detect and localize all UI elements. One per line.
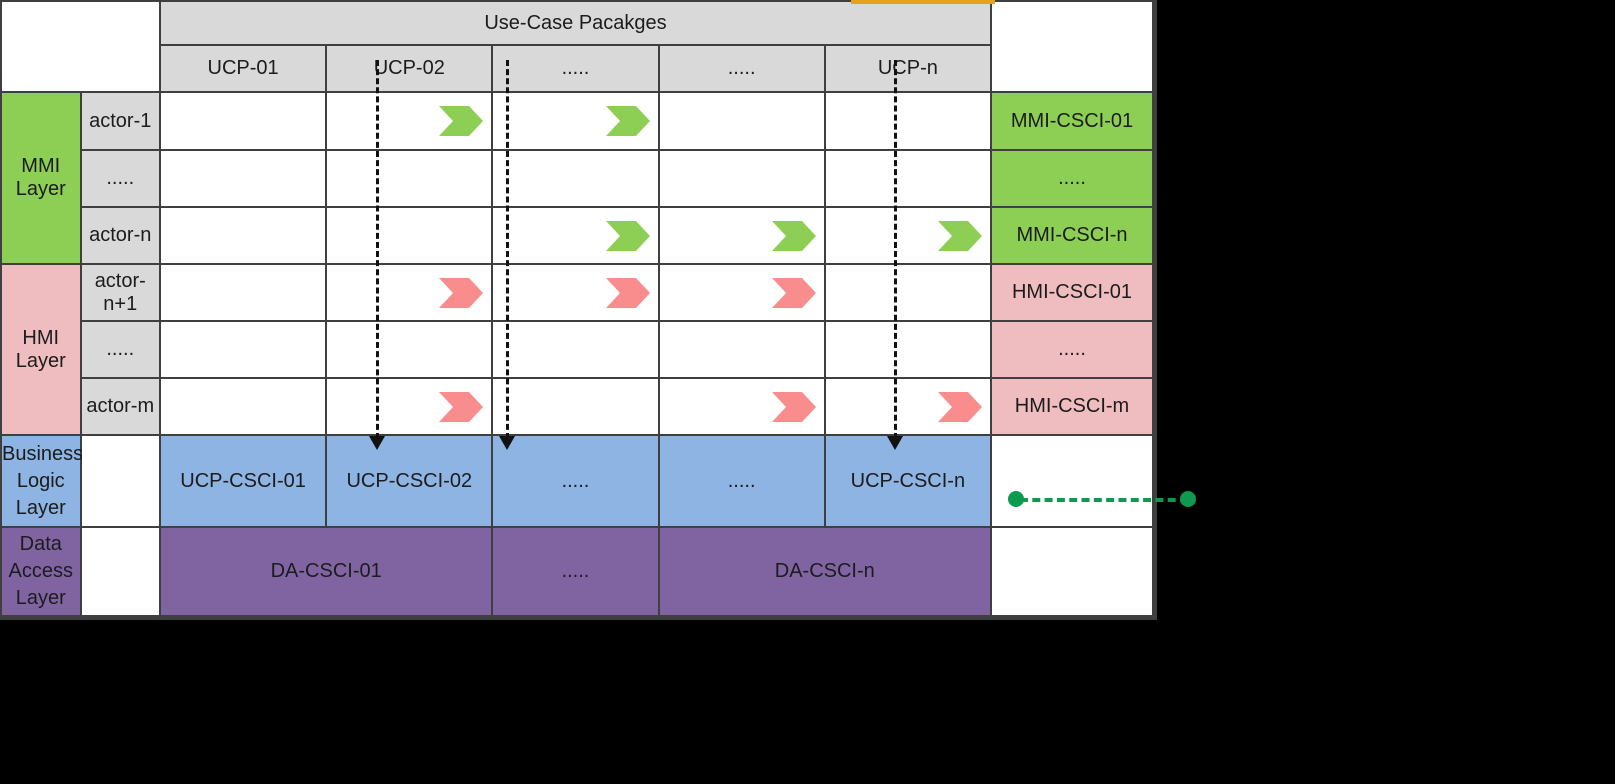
trace-line-ucp-n [894, 60, 897, 439]
table-row-data-access: Data Access Layer DA-CSCI-01 ..... DA-CS… [0, 526, 1154, 617]
table-row: MMI Layer actor-1 MMI-C [0, 91, 1154, 265]
csci-cell-mmi-csci-n: MMI-CSCI-n [990, 206, 1154, 265]
matrix-cell[interactable] [325, 91, 494, 151]
header-col-ellipsis-2[interactable]: ..... [657, 44, 826, 93]
csci-cell-ellipsis-pink: ..... [990, 320, 1154, 379]
cell-ucp-csci-02[interactable]: UCP-CSCI-02 [325, 434, 494, 528]
matrix-cell[interactable] [325, 263, 494, 322]
matrix-cell[interactable] [325, 377, 494, 436]
header-col-ucp-01[interactable]: UCP-01 [158, 44, 328, 93]
actor-cell-actor-n-plus-1: actor-n+1 [79, 263, 161, 322]
matrix-cell[interactable] [325, 206, 494, 265]
table-row: actor-m [1, 377, 1154, 436]
matrix-cell[interactable] [158, 263, 328, 322]
table-row: ..... ..... [1, 149, 1154, 208]
actor-cell-actor-m: actor-m [79, 377, 161, 436]
table-row: actor-n [1, 206, 1154, 265]
allocation-arrow-icon [439, 391, 484, 422]
csci-cell-mmi-csci-01: MMI-CSCI-01 [990, 91, 1154, 151]
business-right-blank [990, 434, 1154, 528]
header-use-case-packages: Use-Case Pacakges [159, 0, 992, 46]
data-actor-blank [79, 526, 161, 617]
allocation-arrow-icon [771, 391, 816, 422]
cell-ucp-csci-ellipsis-1[interactable]: ..... [491, 434, 660, 528]
matrix-cell[interactable] [158, 149, 328, 208]
actor-cell-actor-n: actor-n [79, 206, 161, 265]
cell-ucp-csci-01[interactable]: UCP-CSCI-01 [158, 434, 328, 528]
matrix-cell[interactable] [491, 206, 660, 265]
allocation-arrow-icon [605, 220, 650, 251]
matrix-cell[interactable] [657, 377, 826, 436]
matrix-cell[interactable] [491, 377, 660, 436]
matrix-cell[interactable] [823, 263, 993, 322]
table-row: HMI Layer actor-n+1 [0, 263, 1154, 436]
trace-line-ucp-02 [506, 60, 509, 439]
matrix-cell[interactable] [158, 91, 328, 151]
association-link-line [1020, 498, 1188, 502]
matrix-cell[interactable] [657, 91, 826, 151]
matrix-cell[interactable] [823, 320, 993, 379]
actor-cell-ellipsis-1: ..... [79, 149, 161, 208]
matrix-cell[interactable] [491, 149, 660, 208]
layer-label-hmi: HMI Layer [0, 263, 82, 436]
table-row-business-logic: Business Logic Layer UCP-CSCI-01 UCP-CSC… [0, 434, 1154, 528]
allocation-arrow-icon [605, 277, 650, 308]
matrix-cell[interactable] [325, 149, 494, 208]
allocation-arrow-icon [938, 220, 982, 251]
header-col-ellipsis-1[interactable]: ..... [491, 44, 660, 93]
matrix-cell[interactable] [491, 263, 660, 322]
matrix-cell[interactable] [491, 91, 660, 151]
header-col-ucp-n[interactable]: UCP-n [823, 44, 993, 93]
cell-da-csci-n[interactable]: DA-CSCI-n [657, 526, 993, 617]
actor-cell-ellipsis-2: ..... [79, 320, 161, 379]
allocation-matrix: Use-Case Pacakges UCP-01 UCP-02 ..... ..… [0, 0, 1157, 620]
layer-label-business-logic: Business Logic Layer [0, 434, 83, 528]
trace-line-ucp-01 [376, 60, 379, 439]
cell-ucp-csci-n[interactable]: UCP-CSCI-n [823, 434, 993, 528]
allocation-arrow-icon [938, 391, 982, 422]
matrix-cell[interactable] [823, 149, 993, 208]
matrix-cell[interactable] [491, 320, 660, 379]
layer-label-mmi: MMI Layer [0, 91, 82, 265]
matrix-cell[interactable] [657, 206, 826, 265]
layer-label-data-access: Data Access Layer [0, 526, 82, 617]
table-row: ..... ..... [1, 320, 1154, 379]
allocation-table: Use-Case Pacakges UCP-01 UCP-02 ..... ..… [0, 0, 1154, 617]
matrix-cell[interactable] [158, 320, 328, 379]
matrix-cell[interactable] [158, 206, 328, 265]
csci-cell-hmi-csci-01: HMI-CSCI-01 [990, 263, 1154, 322]
association-link-start-dot [1008, 491, 1024, 507]
matrix-cell[interactable] [657, 149, 826, 208]
allocation-arrow-icon [439, 277, 484, 308]
trace-arrowhead-ucp-01 [369, 436, 385, 450]
business-actor-blank [79, 434, 161, 528]
matrix-cell[interactable] [158, 377, 328, 436]
cell-da-csci-01[interactable]: DA-CSCI-01 [158, 526, 494, 617]
allocation-arrow-icon [439, 106, 484, 136]
header-corner-right [990, 0, 1154, 93]
table-header-group-row: Use-Case Pacakges [0, 0, 1154, 93]
matrix-cell[interactable] [325, 320, 494, 379]
csci-cell-hmi-csci-m: HMI-CSCI-m [990, 377, 1154, 436]
matrix-cell[interactable] [657, 320, 826, 379]
allocation-arrow-icon [771, 277, 816, 308]
trace-arrowhead-ucp-02 [499, 436, 515, 450]
matrix-cell[interactable] [823, 91, 993, 151]
allocation-arrow-icon [605, 106, 650, 136]
association-link-end-dot [1180, 491, 1196, 507]
cell-ucp-csci-ellipsis-2[interactable]: ..... [657, 434, 826, 528]
actor-cell-actor-1: actor-1 [79, 91, 161, 151]
matrix-cell[interactable] [823, 377, 993, 436]
cell-da-csci-ellipsis[interactable]: ..... [491, 526, 660, 617]
matrix-cell[interactable] [823, 206, 993, 265]
header-col-ucp-02[interactable]: UCP-02 [325, 44, 494, 93]
table-header-columns-row: UCP-01 UCP-02 ..... ..... UCP-n [1, 44, 1153, 93]
data-right-blank [990, 526, 1154, 617]
matrix-cell[interactable] [657, 263, 826, 322]
allocation-arrow-icon [771, 220, 816, 251]
header-corner-left [0, 0, 161, 93]
accent-tick [851, 0, 995, 4]
csci-cell-ellipsis-green: ..... [990, 149, 1154, 208]
trace-arrowhead-ucp-n [887, 436, 903, 450]
